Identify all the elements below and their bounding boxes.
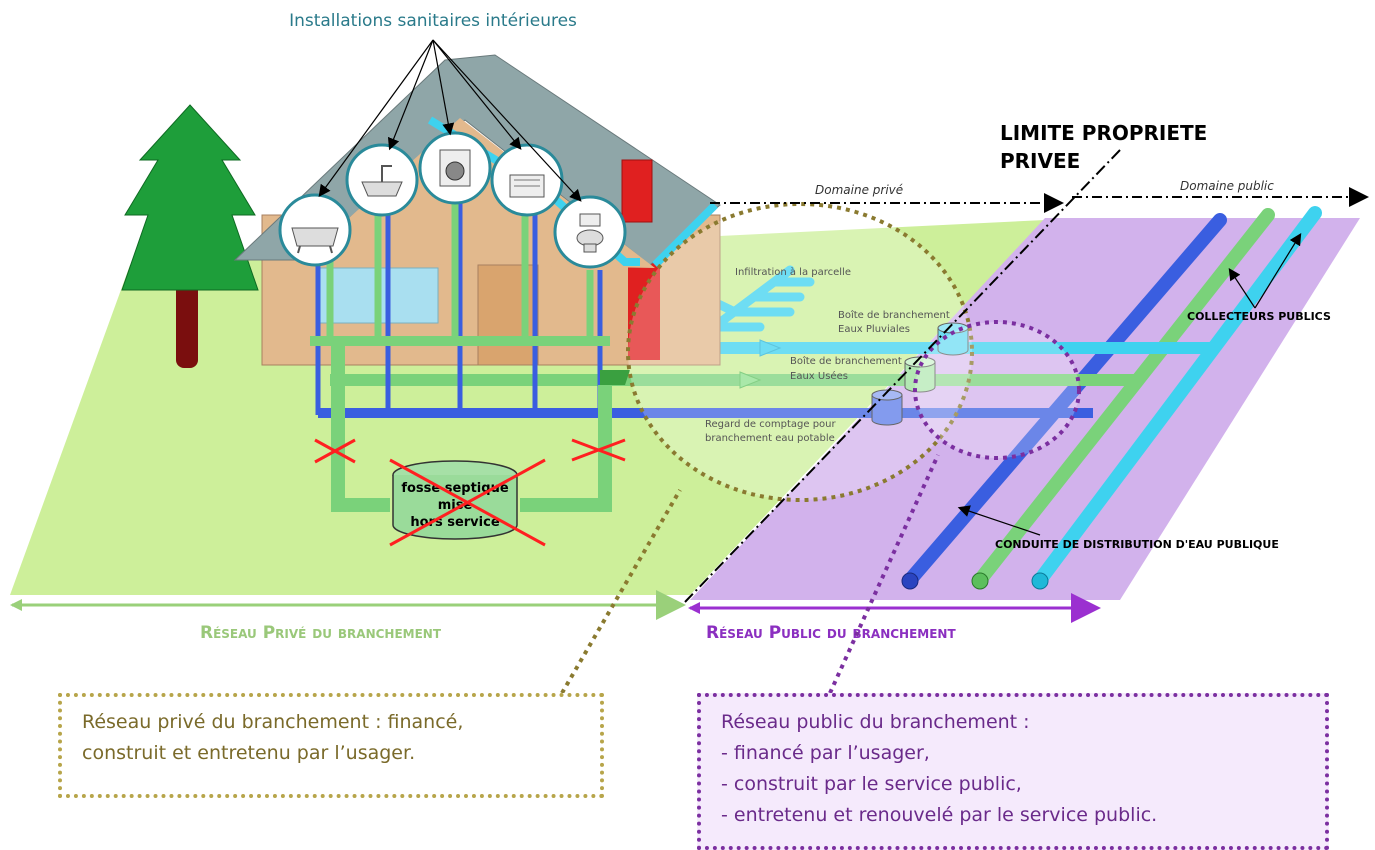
infiltration-label: Infiltration à la parcelle (735, 266, 851, 278)
installations-pointers (318, 39, 582, 202)
water-meter-box (871, 389, 903, 426)
storm-branch-pipe (640, 342, 1210, 354)
toilet-icon (553, 195, 627, 269)
public-callout-line2: - financé par l’usager, (721, 742, 930, 764)
reseau-public-label: Réseau Public du branchement (706, 623, 956, 643)
public-callout-line4: - entretenu et renouvelé par le service … (721, 804, 1158, 826)
septic-line3: hors service (410, 515, 499, 530)
water-branch-pipe (318, 408, 1093, 418)
sewer-connection-box (904, 356, 936, 393)
reseau-prive-label: Réseau Privé du branchement (200, 623, 442, 643)
internal-plumbing (310, 190, 630, 512)
public-sewer-collector (973, 208, 1275, 587)
sewer-box-label-line2: Eaux Usées (790, 370, 848, 382)
private-callout-line2: construit et entretenu par l’usager. (82, 742, 416, 764)
conduite-pointer (957, 505, 1041, 536)
public-callout-connector (828, 454, 940, 694)
installations-title: Installations sanitaires intérieures (289, 11, 577, 31)
washing-machine-icon (418, 131, 492, 205)
public-callout-line1: Réseau public du branchement : (721, 711, 1030, 733)
private-zone-ellipse (626, 202, 974, 502)
public-zone-ellipse (913, 320, 1081, 460)
private-callout-connector (560, 488, 682, 695)
public-callout-line3: - construit par le service public, (721, 773, 1022, 795)
public-network-callout: Réseau public du branchement : - financé… (697, 693, 1329, 850)
conduite-label: CONDUITE DE DISTRIBUTION D'EAU PUBLIQUE (995, 538, 1279, 551)
storm-box-label-line2: Eaux Pluviales (838, 324, 910, 335)
fixture-bubbles (278, 131, 627, 269)
water-meter-label-line1: Regard de comptage pour (705, 419, 837, 430)
dishwasher-icon (490, 143, 564, 217)
collecteurs-label: COLLECTEURS PUBLICS (1187, 310, 1331, 323)
sewer-box-label-line1: Boîte de branchement (790, 355, 902, 367)
tree (121, 104, 259, 368)
property-boundary (684, 149, 1121, 603)
private-callout-line1: Réseau privé du branchement : financé, (82, 711, 464, 733)
domaine-prive-label: Domaine privé (815, 183, 903, 197)
sink-icon (345, 143, 419, 217)
domaine-public-label: Domaine public (1180, 179, 1274, 193)
water-meter-label-line2: branchement eau potable (705, 433, 835, 444)
public-water-main (903, 213, 1227, 587)
bathtub-icon (278, 193, 352, 267)
disabled-crosses (314, 438, 626, 547)
limite-line1: LIMITE PROPRIETE (1000, 121, 1207, 145)
septic-line1: fosse septique (401, 481, 508, 496)
collecteurs-pointers (1228, 232, 1302, 309)
storm-box-label-line1: Boîte de branchement (838, 309, 950, 321)
limite-line2: PRIVEE (1000, 149, 1080, 173)
private-network-callout: Réseau privé du branchement : financé, c… (58, 693, 604, 798)
public-storm-collector (1033, 206, 1322, 587)
